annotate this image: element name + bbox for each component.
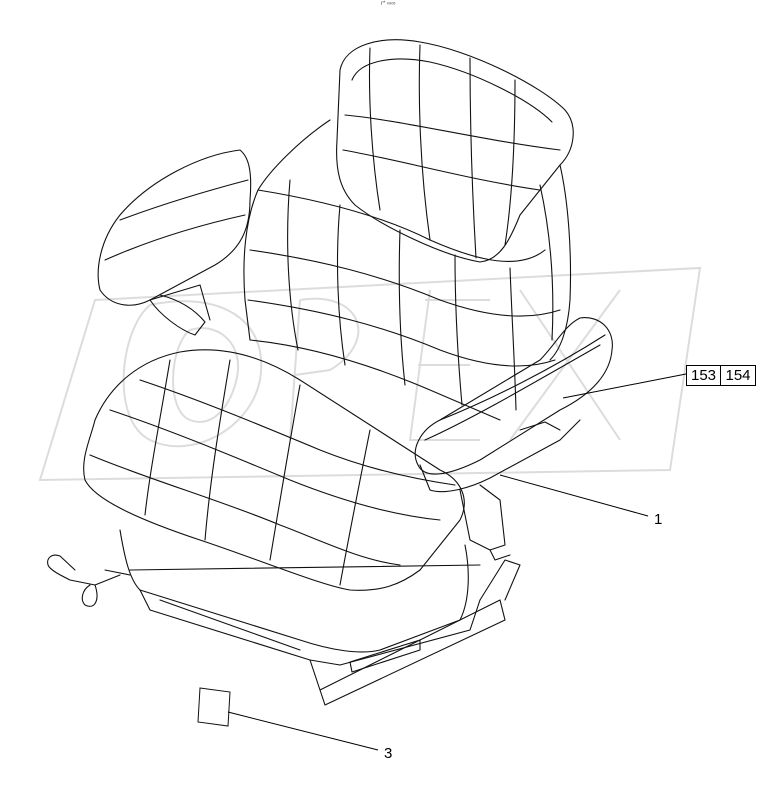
leader-lines: [227, 373, 687, 751]
callout-1: 1: [654, 511, 663, 528]
seat-drawing: [47, 39, 613, 706]
callout-3: 3: [384, 745, 393, 762]
label-plate: [197, 687, 231, 727]
callout-154: 154: [720, 365, 756, 386]
header-mark: r* ∞∞: [381, 1, 396, 7]
opex-watermark: [38, 266, 702, 482]
callout-153: 153: [686, 365, 721, 386]
